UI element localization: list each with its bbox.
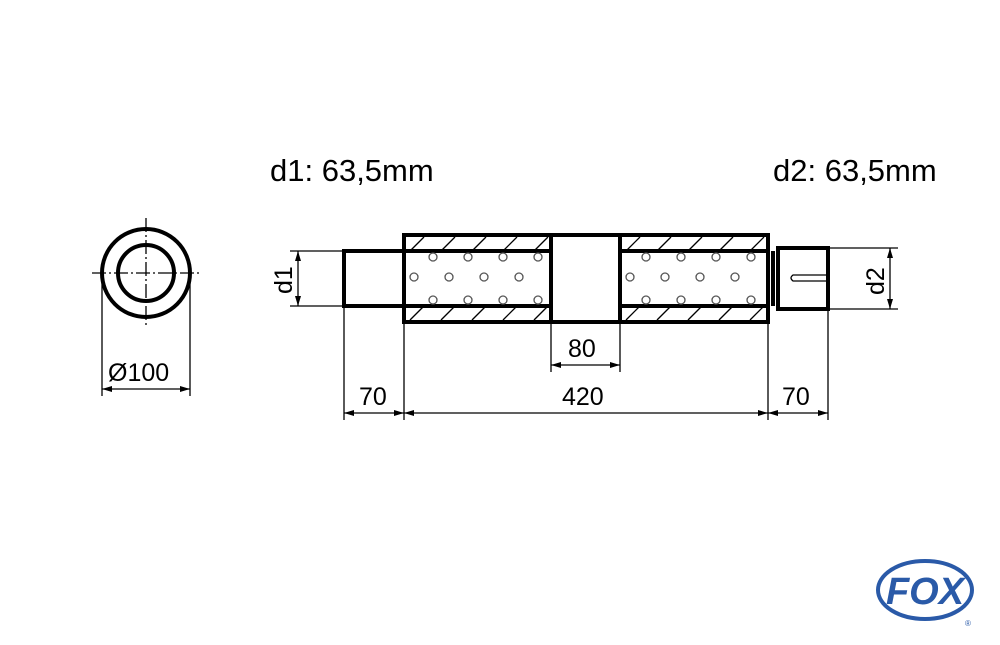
inlet-pipe (342, 249, 406, 308)
svg-text:FOX: FOX (886, 571, 967, 613)
svg-text:®: ® (965, 619, 971, 628)
hatch-line (749, 236, 765, 252)
perforation-hole (479, 272, 489, 282)
perforation-hole (711, 252, 721, 262)
perforation-hole (746, 295, 756, 305)
perforation-hole (409, 272, 419, 282)
perforation-hole (498, 252, 508, 262)
perforation-hole (660, 272, 670, 282)
hatch-line (502, 236, 518, 252)
perforation-hole (676, 252, 686, 262)
hatch-line (533, 305, 549, 321)
d1-title: d1: 63,5mm (270, 153, 434, 188)
end-view: Ø100 (92, 218, 200, 396)
perforation-hole (498, 295, 508, 305)
center-gap-label: 80 (568, 335, 596, 363)
hatch-line (656, 305, 672, 321)
hatch-line (533, 236, 549, 252)
perforation-hole (428, 295, 438, 305)
d2-label: d2 (862, 267, 890, 295)
hatch-line (687, 236, 703, 252)
hatch-line (656, 236, 672, 252)
perforation-hole (533, 252, 543, 262)
fox-logo: FOX ® (876, 559, 974, 628)
perforation-hole (641, 295, 651, 305)
hatch-line (440, 305, 456, 321)
perforation-hole (641, 252, 651, 262)
perforation-hole (514, 272, 524, 282)
side-view: d1 d2 80 70 420 70 (270, 233, 898, 420)
hatch-line (409, 305, 425, 321)
d2-title: d2: 63,5mm (773, 153, 937, 188)
perforation-hole (730, 272, 740, 282)
muffler-body (402, 233, 770, 324)
perforation-hole (695, 272, 705, 282)
hatch-line (718, 305, 734, 321)
inlet-length-label: 70 (359, 383, 387, 411)
perforation-hole (746, 252, 756, 262)
perforation-hole (463, 252, 473, 262)
perforation-hole (676, 295, 686, 305)
hatch-line (409, 236, 425, 252)
hatch-line (749, 305, 765, 321)
hatch-line (625, 305, 641, 321)
hatch-line (718, 236, 734, 252)
hatch-line (625, 236, 641, 252)
diameter-label: Ø100 (108, 359, 169, 387)
outlet-pipe (776, 246, 830, 311)
perforation-hole (711, 295, 721, 305)
hatch-line (502, 305, 518, 321)
perforation-hole (625, 272, 635, 282)
hatch-line (440, 236, 456, 252)
perforation-hole (463, 295, 473, 305)
body-length-label: 420 (562, 383, 604, 411)
d1-label: d1 (270, 266, 298, 294)
perforation-hole (444, 272, 454, 282)
perforation-hole (428, 252, 438, 262)
outlet-length-label: 70 (782, 383, 810, 411)
hatch-line (471, 236, 487, 252)
hatch-line (687, 305, 703, 321)
perforation-hole (533, 295, 543, 305)
hatch-line (471, 305, 487, 321)
